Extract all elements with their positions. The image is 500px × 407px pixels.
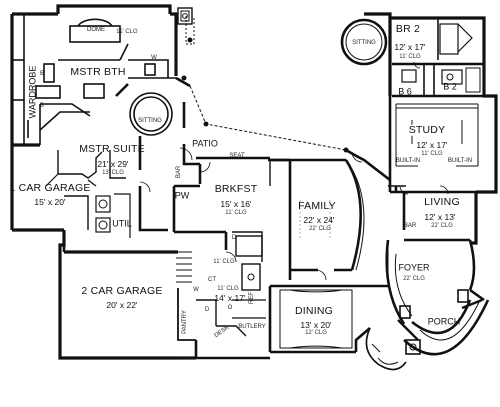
right-wing-walls bbox=[340, 18, 490, 371]
study-size: 12' x 17' bbox=[415, 139, 449, 150]
two-car-garage-size: 20' x 22' bbox=[106, 299, 138, 310]
powder-label: PW bbox=[174, 190, 190, 201]
porch-name: PORCH bbox=[427, 316, 461, 327]
living-size: 12' x 13' bbox=[424, 211, 456, 222]
brkfst-size: 15' x 16' bbox=[220, 198, 252, 209]
seat-label: SEAT bbox=[229, 153, 245, 159]
kitchen-oven-label: O bbox=[227, 305, 233, 311]
kitchen-dw-label: D bbox=[231, 235, 237, 241]
family-name: FAMILY bbox=[298, 199, 336, 212]
one-car-garage-size: 15' x 20' bbox=[34, 196, 66, 207]
living-name: LIVING bbox=[424, 195, 460, 208]
patio-name: PATIO bbox=[192, 138, 218, 149]
dining-name: DINING bbox=[295, 304, 333, 317]
kitchen-clg: 11' CLG bbox=[217, 286, 239, 292]
b-left2-label: B bbox=[39, 103, 45, 109]
br2-name: BR 2 bbox=[395, 22, 421, 35]
main-living-walls bbox=[172, 156, 388, 360]
dryer-label: D bbox=[204, 307, 210, 313]
pantry-label: PANTRY bbox=[182, 310, 188, 334]
study-clg: 11' CLG bbox=[420, 151, 444, 157]
master-bath-walls bbox=[12, 14, 200, 187]
washer-label: W bbox=[193, 287, 199, 293]
built-in-right-label: BUILT-IN bbox=[447, 158, 473, 164]
ref-label: REF bbox=[249, 292, 255, 304]
util-label: UTIL bbox=[112, 218, 132, 229]
wardrobe-label: WARDROBE bbox=[27, 65, 38, 119]
family-size: 22' x 24' bbox=[303, 214, 335, 225]
sitting-master-label: SITTING bbox=[138, 118, 162, 124]
mstr-suite-size: 21' x 29' bbox=[97, 158, 129, 169]
door-swings bbox=[139, 61, 449, 281]
wc-label: W bbox=[151, 55, 157, 61]
mstr-bth-name: MSTR BTH bbox=[70, 65, 126, 78]
ceiling-dashes bbox=[299, 200, 331, 240]
built-in-left-label: BUILT-IN bbox=[395, 158, 421, 164]
bar-left-label: BAR bbox=[176, 165, 182, 179]
family-clg: 22' CLG bbox=[309, 226, 331, 232]
mstr-bth-clg: 11' CLG bbox=[116, 29, 138, 35]
patio bbox=[177, 7, 365, 161]
dining-clg: 12' CLG bbox=[305, 330, 327, 336]
study-name: STUDY bbox=[407, 123, 447, 136]
bath6-label: B 6 bbox=[398, 86, 412, 97]
kitchen-size: 14' x 17' bbox=[214, 292, 246, 303]
foyer-clg: 22' CLG bbox=[403, 276, 425, 282]
bath2-label: B 2 bbox=[443, 81, 457, 92]
brkfst-name: BRKFST bbox=[214, 182, 258, 195]
butlery-label: BUTLERY bbox=[238, 324, 266, 330]
br2-size: 12' x 17' bbox=[394, 41, 426, 52]
dome-label: DOME bbox=[87, 27, 105, 33]
two-car-garage-name: 2 CAR GARAGE bbox=[81, 284, 163, 297]
b-left1-label: B bbox=[39, 71, 45, 77]
mstr-suite-name: MSTR SUITE bbox=[79, 142, 145, 155]
br2-clg: 11' CLG bbox=[399, 54, 421, 60]
bar-right-label: BAR bbox=[403, 223, 417, 229]
brkfst-clg: 11' CLG bbox=[225, 210, 247, 216]
sitting-br2-label: SITTING bbox=[352, 40, 376, 46]
mstr-suite-clg: 13' CLG bbox=[102, 170, 124, 176]
living-clg: 22' CLG bbox=[431, 223, 453, 229]
dining-size: 13' x 20' bbox=[300, 319, 332, 330]
one-car-garage-name: 1 CAR GARAGE bbox=[9, 181, 91, 194]
foyer-name: FOYER bbox=[398, 262, 430, 273]
garage-walls bbox=[62, 179, 192, 283]
ct-label: CT bbox=[208, 277, 216, 283]
kitchen-clg-upper: 11' CLG bbox=[213, 259, 235, 265]
